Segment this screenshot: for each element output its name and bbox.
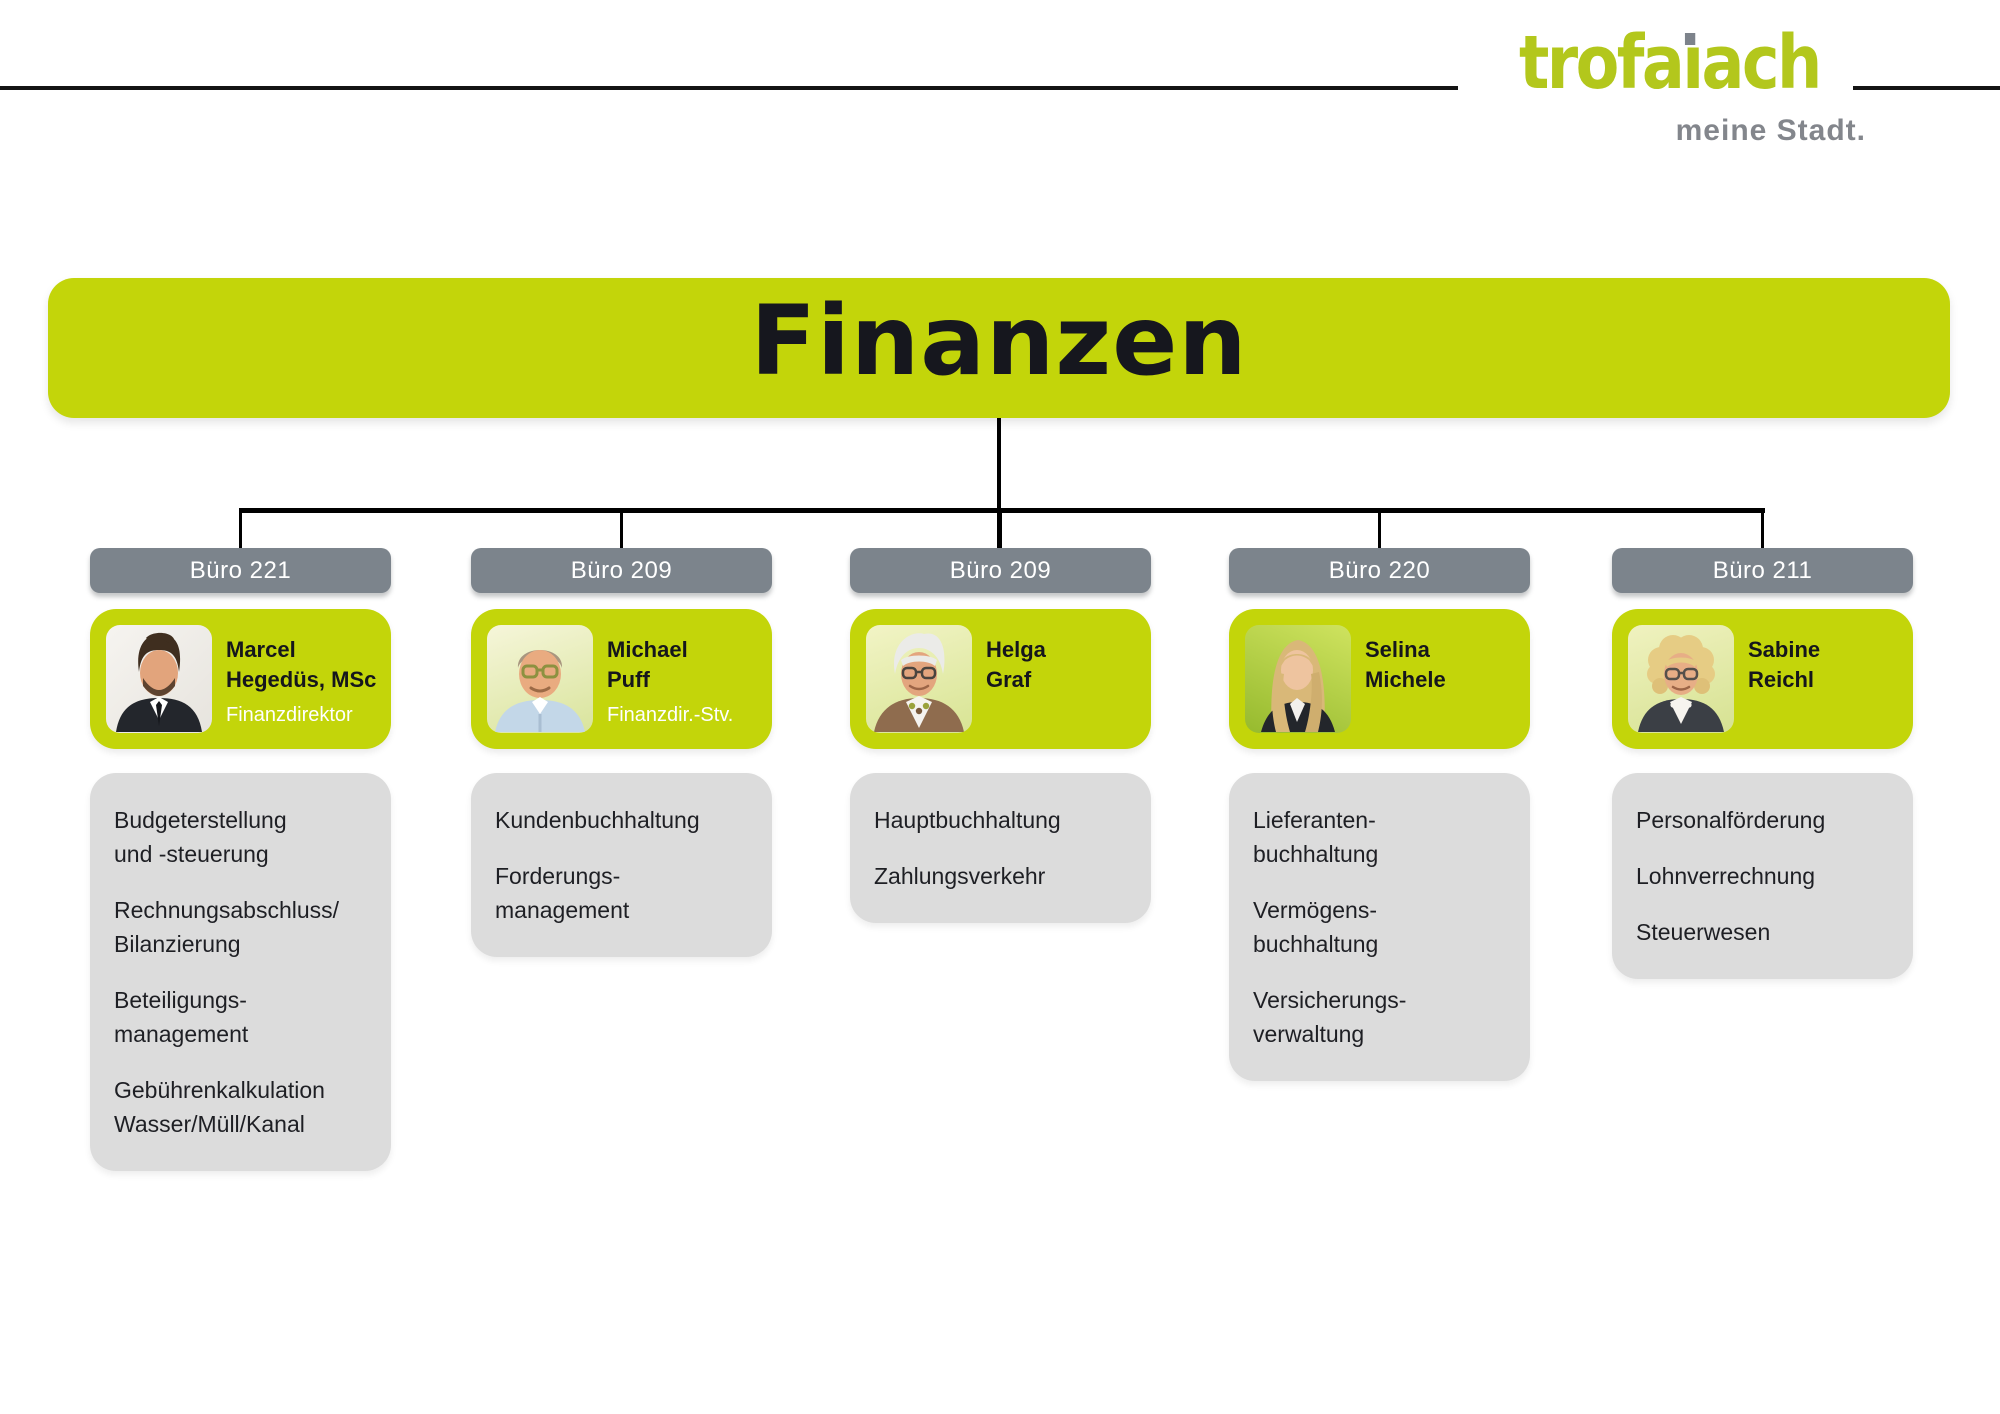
- tasks-card: Budgeterstellung und -steuerung Rechnung…: [90, 773, 391, 1171]
- office-badge-label: Büro 209: [949, 556, 1052, 584]
- office-badge-label: Büro 211: [1712, 556, 1813, 584]
- office-badge-label: Büro 209: [570, 556, 673, 584]
- task-item: Hauptbuchhaltung: [874, 807, 1061, 833]
- header-rule-right: [1853, 86, 2000, 90]
- connector-stub-1: [239, 510, 242, 548]
- person-name-line1: Selina: [1365, 637, 1430, 662]
- person-name-line2: Hegedüs, MSc: [226, 667, 377, 692]
- tasks-card: Kundenbuchhaltung Forderungs- management: [471, 773, 772, 957]
- task-item: Beteiligungs- management: [114, 987, 249, 1047]
- person-name-line1: Michael: [607, 637, 688, 662]
- man-glasses-blue-shirt-avatar: [495, 650, 585, 732]
- department-banner: Finanzen: [48, 278, 1950, 418]
- department-title: Finanzen: [750, 285, 1248, 397]
- person-card: Helga Graf: [850, 609, 1151, 749]
- person-card: Michael Puff Finanzdir.-Stv.: [471, 609, 772, 749]
- connector-rail: [239, 508, 1765, 513]
- office-badge: Büro 211: [1612, 548, 1913, 593]
- connector-stub-4: [1378, 510, 1381, 548]
- logo-part-right: ach: [1701, 20, 1822, 106]
- person-name-line2: Michele: [1365, 667, 1446, 692]
- woman-white-hair-glasses-avatar: [874, 633, 964, 732]
- task-item: Vermögens- buchhaltung: [1253, 897, 1379, 957]
- person-card: Marcel Hegedüs, MSc Finanzdirektor: [90, 609, 391, 749]
- org-column-1: Büro 221 Marcel Hegedüs, MSc Finanzdirek…: [90, 548, 391, 1171]
- person-name-line1: Marcel: [226, 637, 296, 662]
- org-column-4: Büro 220 Selina Michele Lieferanten: [1229, 548, 1530, 1081]
- portrait-michael-puff-photo: [487, 625, 593, 733]
- task-item: Budgeterstellung und -steuerung: [114, 807, 287, 867]
- task-item: Gebührenkalkulation Wasser/Müll/Kanal: [114, 1077, 325, 1137]
- logo-tagline: meine Stadt.: [1675, 114, 1866, 147]
- header-rule-left: [0, 86, 1458, 90]
- person-name-line1: Sabine: [1748, 637, 1821, 662]
- portrait-sabine-reichl-photo: [1628, 625, 1734, 733]
- logo-i-dot: [1684, 33, 1696, 45]
- person-name-line2: Graf: [986, 667, 1032, 692]
- man-dark-hair-beard-suit-avatar: [116, 632, 202, 732]
- office-badge-label: Büro 221: [189, 556, 292, 584]
- person-card: Sabine Reichl: [1612, 609, 1913, 749]
- connector-stub-3: [999, 510, 1002, 548]
- task-item: Forderungs- management: [495, 863, 630, 923]
- tasks-card: Lieferanten- buchhaltung Vermögens- buch…: [1229, 773, 1530, 1081]
- task-item: Steuerwesen: [1636, 919, 1771, 945]
- org-column-3: Büro 209 He: [850, 548, 1151, 923]
- woman-long-blonde-hair-avatar: [1261, 640, 1335, 732]
- portrait-selina-michele-photo: [1245, 625, 1351, 733]
- person-card: Selina Michele: [1229, 609, 1530, 749]
- task-item: Versicherungs- verwaltung: [1253, 987, 1407, 1047]
- task-item: Personalförderung: [1636, 807, 1826, 833]
- person-name-line2: Puff: [607, 667, 650, 692]
- office-badge-label: Büro 220: [1328, 556, 1431, 584]
- portrait-marcel-hegedues-photo: [106, 625, 212, 733]
- person-name-line2: Reichl: [1748, 667, 1815, 692]
- person-name-line1: Helga: [986, 637, 1046, 662]
- portrait-helga-graf-photo: [866, 625, 972, 733]
- task-item: Kundenbuchhaltung: [495, 807, 700, 833]
- connector-trunk: [997, 418, 1001, 548]
- task-item: Zahlungsverkehr: [874, 863, 1046, 889]
- office-badge: Büro 221: [90, 548, 391, 593]
- org-column-5: Büro 211: [1612, 548, 1913, 979]
- person-role: Finanzdirektor: [226, 704, 353, 726]
- task-item: Lieferanten- buchhaltung: [1253, 807, 1379, 867]
- tasks-card: Hauptbuchhaltung Zahlungsverkehr: [850, 773, 1151, 923]
- office-badge: Büro 209: [850, 548, 1151, 593]
- task-item: Rechnungsabschluss/ Bilanzierung: [114, 897, 340, 957]
- person-role: Finanzdir.-Stv.: [607, 704, 734, 726]
- connector-stub-5: [1761, 510, 1764, 548]
- office-badge: Büro 220: [1229, 548, 1530, 593]
- woman-curly-blonde-glasses-avatar: [1638, 635, 1724, 732]
- tasks-card: Personalförderung Lohnverrechnung Steuer…: [1612, 773, 1913, 979]
- office-badge: Büro 209: [471, 548, 772, 593]
- connector-stub-2: [620, 510, 623, 548]
- task-item: Lohnverrechnung: [1636, 863, 1816, 889]
- logo-part-left: trofa: [1518, 20, 1685, 106]
- logo-letter-i: ı: [1682, 20, 1704, 106]
- org-column-2: Büro 209 Michael Puff Finanz: [471, 548, 772, 957]
